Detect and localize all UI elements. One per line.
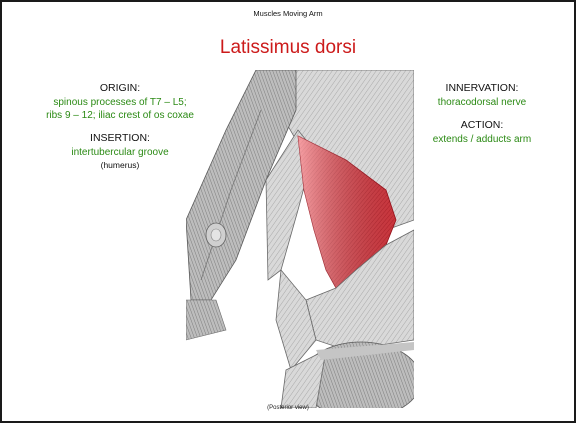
innervation-action-panel: INNERVATION: thoracodorsal nerve ACTION:… <box>398 82 566 146</box>
action-heading: ACTION: <box>398 119 566 132</box>
slide-border-left <box>0 0 2 423</box>
action-value: extends / adducts arm <box>398 133 566 146</box>
view-caption: (Posterior view) <box>0 405 576 411</box>
innervation-heading: INNERVATION: <box>398 82 566 95</box>
slide-header: Muscles Moving Arm <box>0 9 576 18</box>
innervation-value: thoracodorsal nerve <box>398 96 566 109</box>
slide-title: Latissimus dorsi <box>0 37 576 59</box>
muscle-illustration <box>186 70 414 408</box>
